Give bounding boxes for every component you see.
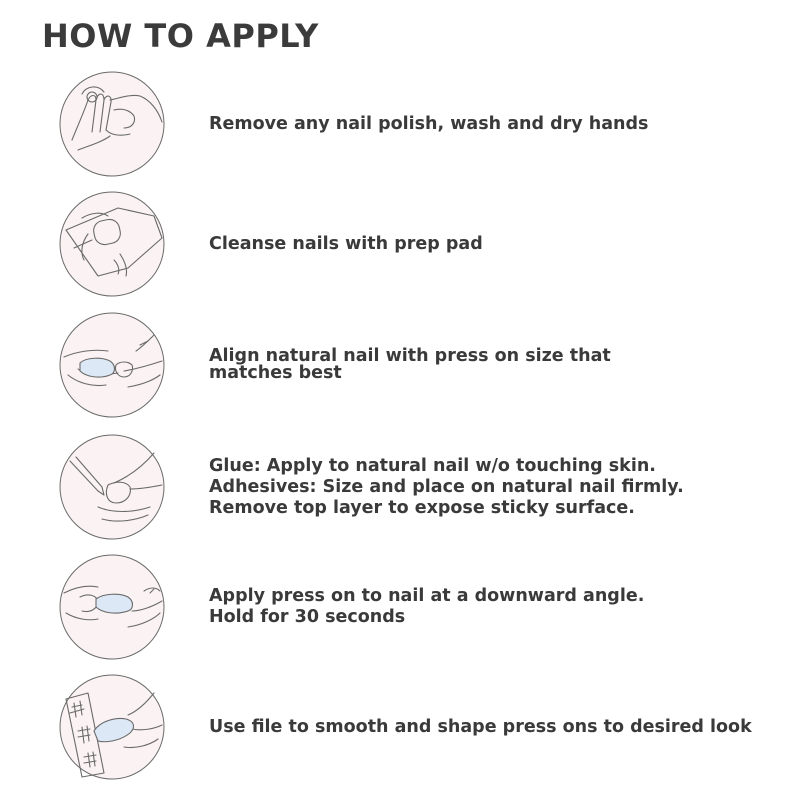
step-2-line-1: Cleanse nails with prep pad — [209, 233, 483, 254]
page-title: HOW TO APPLY — [42, 17, 319, 55]
glue-nail-icon — [58, 433, 166, 541]
step-5: Apply press on to nail at a downward ang… — [58, 553, 778, 661]
step-2: Cleanse nails with prep pad — [58, 190, 778, 298]
prep-pad-icon — [58, 190, 166, 298]
step-5-line-2: Hold for 30 seconds — [209, 607, 406, 627]
step-3-line-2: matches best — [209, 363, 342, 383]
step-4: Glue: Apply to natural nail w/o touching… — [58, 433, 778, 541]
step-3-line-1: Align natural nail with press on size th… — [209, 346, 611, 366]
step-5-line-1: Apply press on to nail at a downward ang… — [209, 586, 645, 606]
step-1: Remove any nail polish, wash and dry han… — [58, 70, 778, 178]
step-4-line-1: Glue: Apply to natural nail w/o touching… — [209, 455, 656, 476]
step-6-text: Use file to smooth and shape press ons t… — [209, 673, 789, 781]
step-1-text: Remove any nail polish, wash and dry han… — [209, 70, 789, 178]
step-6: Use file to smooth and shape press ons t… — [58, 673, 778, 781]
file-nail-icon — [58, 673, 166, 781]
step-2-text: Cleanse nails with prep pad — [209, 190, 789, 298]
align-nail-icon — [58, 311, 166, 419]
step-6-line-1: Use file to smooth and shape press ons t… — [209, 716, 752, 737]
step-1-line-1: Remove any nail polish, wash and dry han… — [209, 113, 649, 134]
step-3: Align natural nail with press on size th… — [58, 311, 778, 419]
step-4-line-3: Remove top layer to expose sticky surfac… — [209, 497, 635, 518]
step-3-text: Align natural nail with press on size th… — [209, 311, 789, 419]
step-4-text: Glue: Apply to natural nail w/o touching… — [209, 433, 789, 541]
press-nail-icon — [58, 553, 166, 661]
step-4-line-2: Adhesives: Size and place on natural nai… — [209, 476, 684, 497]
remove-polish-hand-icon — [58, 70, 166, 178]
step-5-text: Apply press on to nail at a downward ang… — [209, 553, 789, 661]
